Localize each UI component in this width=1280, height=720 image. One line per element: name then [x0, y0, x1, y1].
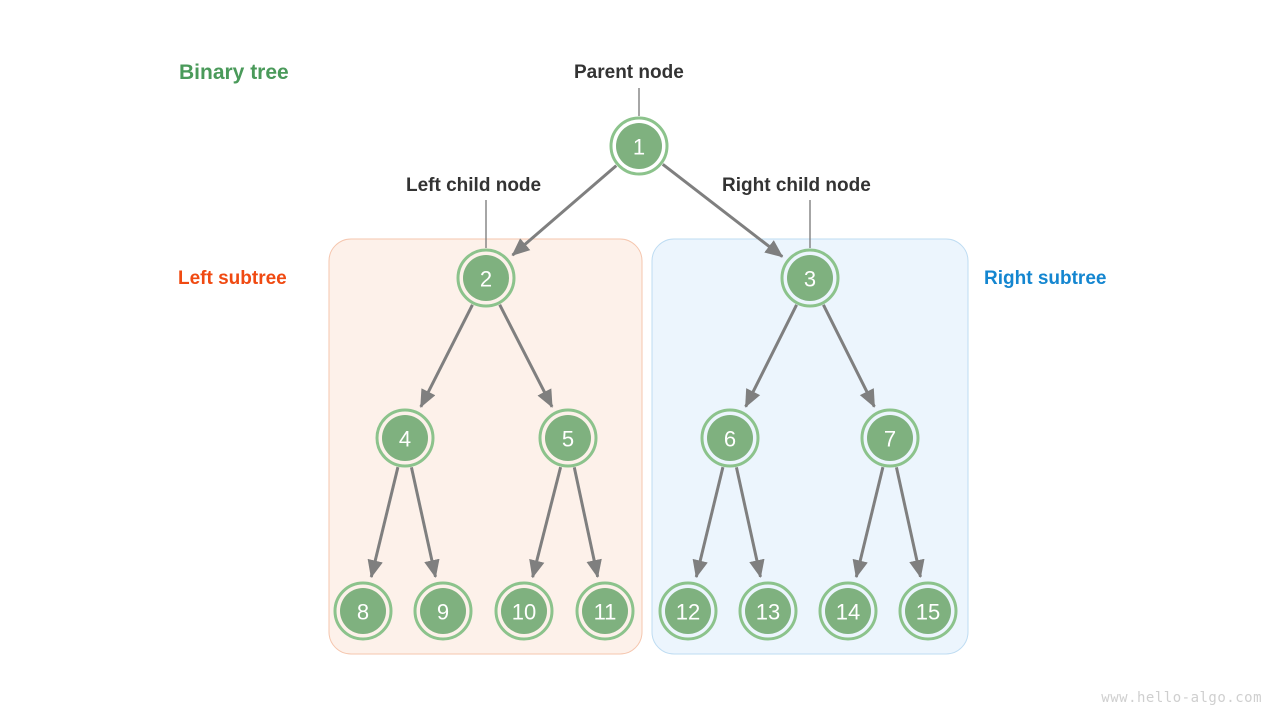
tree-edge-n5-n11: [572, 467, 602, 578]
node-ring: [780, 248, 840, 308]
label-right-subtree: Right subtree: [984, 268, 1107, 289]
node-value: 6: [724, 427, 736, 452]
node-disc: [340, 588, 386, 634]
tree-edge-n6-n12: [692, 466, 725, 579]
node-value: 7: [884, 427, 896, 452]
node-value: 15: [916, 600, 940, 625]
node-ring: [658, 581, 718, 641]
label-ticks: [485, 88, 811, 248]
node-value: 10: [512, 600, 536, 625]
node-ring: [738, 581, 798, 641]
tree-node-13[interactable]: 13: [738, 581, 798, 641]
tree-node-6[interactable]: 6: [700, 408, 760, 468]
node-disc: [665, 588, 711, 634]
tree-edge-n5-n10: [529, 466, 563, 579]
node-disc: [582, 588, 628, 634]
node-value: 8: [357, 600, 369, 625]
tree-edge-n4-n8: [367, 466, 400, 579]
node-ring: [494, 581, 554, 641]
tree-node-15[interactable]: 15: [898, 581, 958, 641]
tree-node-2[interactable]: 2: [456, 248, 516, 308]
tree-node-7[interactable]: 7: [860, 408, 920, 468]
node-disc: [745, 588, 791, 634]
label-left-subtree: Left subtree: [178, 268, 287, 289]
subtree-boxes: [328, 238, 969, 655]
tree-edge-n2-n5: [498, 304, 554, 408]
node-disc: [616, 123, 662, 169]
node-disc: [382, 415, 428, 461]
tree-edge-n4-n9: [409, 466, 440, 578]
tree-node-12[interactable]: 12: [658, 581, 718, 641]
node-value: 13: [756, 600, 780, 625]
tree-edge-n3-n7: [822, 304, 876, 408]
node-value: 9: [437, 600, 449, 625]
node-disc: [787, 255, 833, 301]
tree-node-10[interactable]: 10: [494, 581, 554, 641]
node-disc: [867, 415, 913, 461]
node-disc: [707, 415, 753, 461]
node-ring: [818, 581, 878, 641]
node-disc: [825, 588, 871, 634]
page-title: Binary tree: [179, 61, 289, 84]
tree-edge-n7-n14: [852, 466, 885, 579]
node-ring: [375, 408, 435, 468]
tree-edges: [367, 163, 925, 579]
node-disc: [463, 255, 509, 301]
tree-node-8[interactable]: 8: [333, 581, 393, 641]
tree-edge-n6-n13: [734, 466, 765, 578]
node-ring: [333, 581, 393, 641]
node-value: 2: [480, 267, 492, 292]
tree-edge-n2-n4: [419, 304, 474, 408]
tree-edge-n7-n15: [894, 466, 925, 578]
node-ring: [898, 581, 958, 641]
node-disc: [905, 588, 951, 634]
label-left-child-node: Left child node: [406, 175, 542, 196]
tree-edge-n1-n3: [661, 163, 784, 258]
node-value: 14: [836, 600, 860, 625]
node-disc: [501, 588, 547, 634]
node-value: 3: [804, 267, 816, 292]
tree-node-1[interactable]: 1: [609, 116, 669, 176]
tree-node-5[interactable]: 5: [538, 408, 598, 468]
node-disc: [420, 588, 466, 634]
node-value: 11: [594, 600, 617, 625]
node-ring: [538, 408, 598, 468]
node-ring: [860, 408, 920, 468]
label-right-child-node: Right child node: [722, 175, 871, 196]
tree-node-11[interactable]: 11: [575, 581, 635, 641]
node-value: 12: [676, 600, 700, 625]
node-disc: [545, 415, 591, 461]
tree-node-9[interactable]: 9: [413, 581, 473, 641]
tree-edge-n1-n2: [511, 164, 618, 257]
node-ring: [413, 581, 473, 641]
watermark: www.hello-algo.com: [1101, 690, 1262, 706]
node-value: 1: [633, 135, 645, 160]
tree-node-14[interactable]: 14: [818, 581, 878, 641]
node-value: 5: [562, 427, 574, 452]
node-ring: [575, 581, 635, 641]
node-ring: [609, 116, 669, 176]
node-value: 4: [399, 427, 411, 452]
tree-node-4[interactable]: 4: [375, 408, 435, 468]
tree-node-3[interactable]: 3: [780, 248, 840, 308]
node-ring: [456, 248, 516, 308]
node-ring: [700, 408, 760, 468]
tree-edge-n3-n6: [744, 304, 798, 408]
label-parent-node: Parent node: [574, 62, 684, 83]
